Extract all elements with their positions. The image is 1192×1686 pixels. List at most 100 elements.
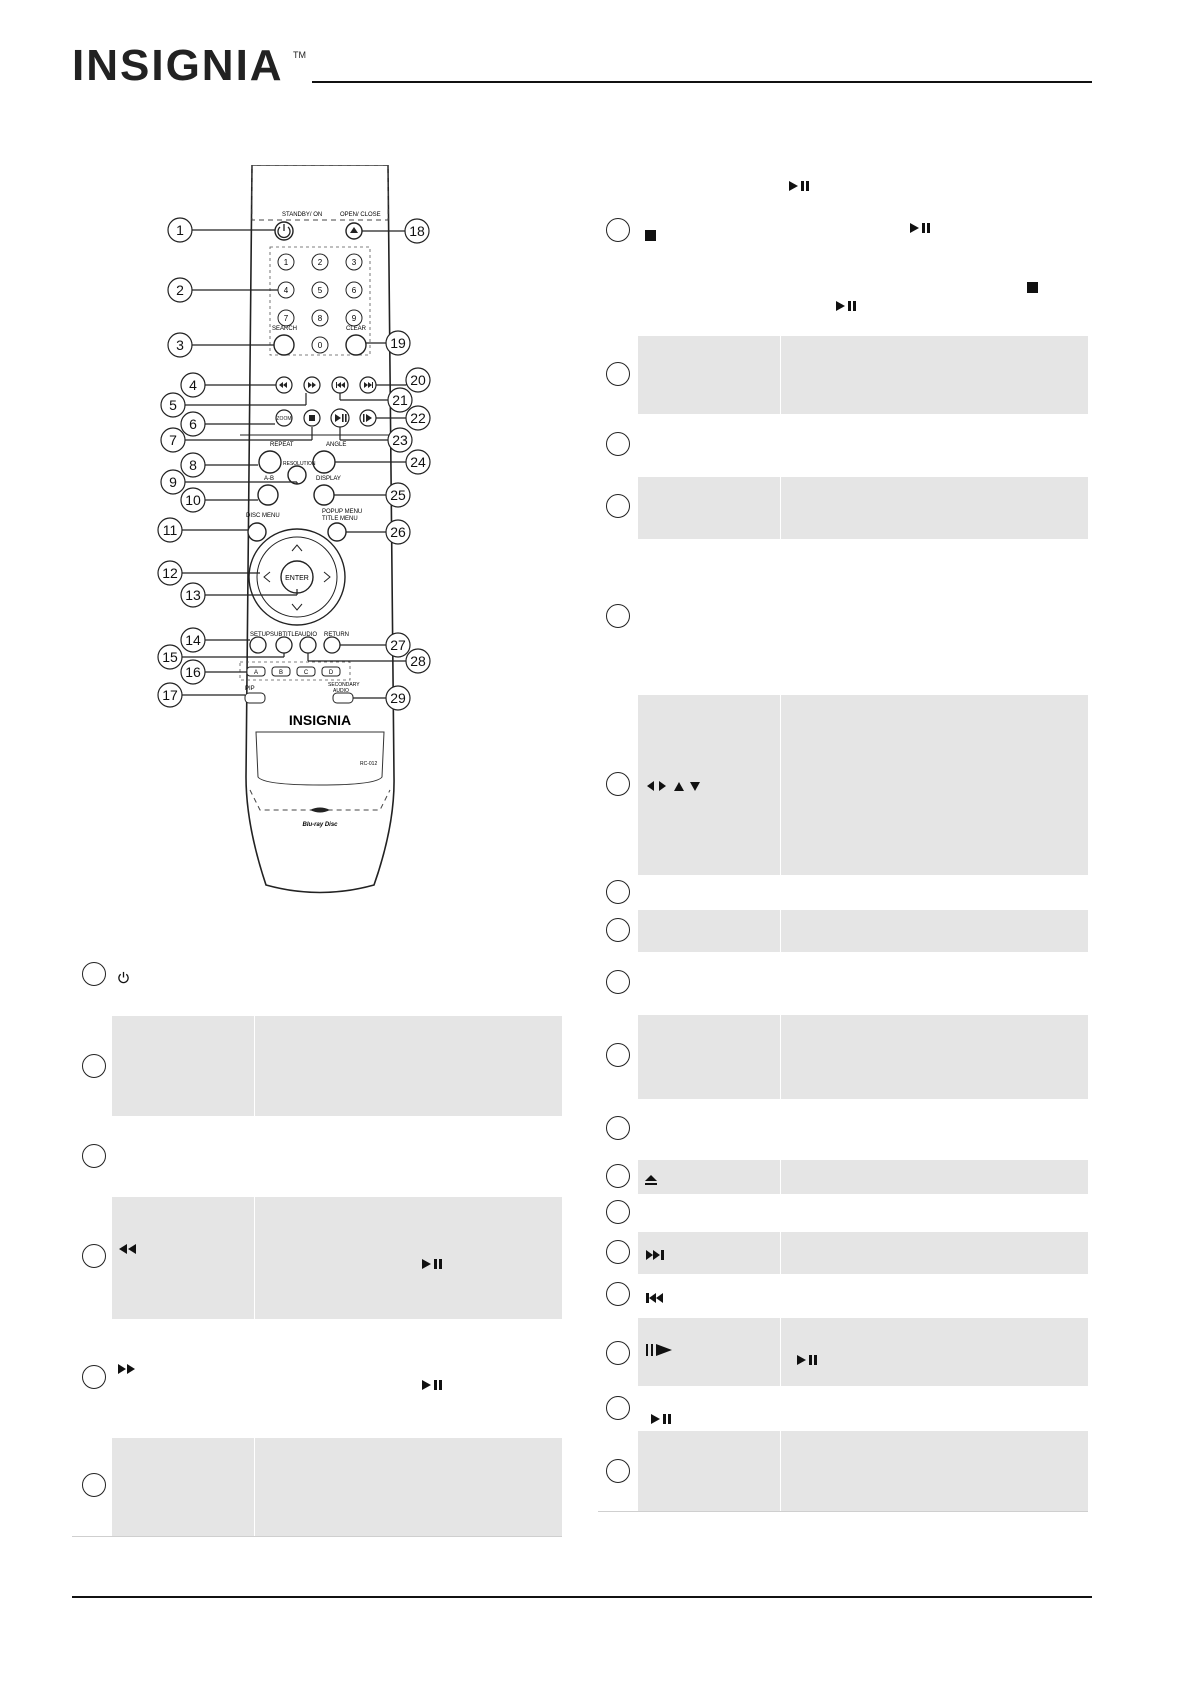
row-number-circle	[606, 1341, 630, 1365]
svg-text:6: 6	[352, 286, 357, 295]
eject-icon	[645, 1175, 657, 1185]
svg-text:7: 7	[284, 314, 289, 323]
row-number-circle	[82, 1473, 106, 1497]
table-row-shaded	[638, 1431, 1088, 1511]
svg-text:AUDIO: AUDIO	[333, 688, 349, 694]
svg-text:0: 0	[318, 341, 323, 350]
svg-text:TITLE MENU: TITLE MENU	[322, 516, 358, 522]
open-close-label: OPEN/ CLOSE	[340, 212, 381, 218]
row-number-circle	[606, 604, 630, 628]
standby-label: STANDBY/ ON	[282, 212, 322, 218]
svg-text:20: 20	[410, 372, 426, 388]
svg-text:18: 18	[409, 223, 425, 239]
svg-text:27: 27	[390, 637, 406, 653]
svg-text:17: 17	[162, 687, 178, 703]
row-number-circle	[606, 1282, 630, 1306]
row-number-circle	[606, 918, 630, 942]
svg-text:25: 25	[390, 487, 406, 503]
header-rule	[312, 81, 1092, 83]
svg-text:DISPLAY: DISPLAY	[316, 476, 341, 482]
row-number-circle	[82, 1365, 106, 1389]
row-number-circle	[606, 494, 630, 518]
insignia-logo: INSIGNIA	[72, 41, 284, 90]
svg-text:SECONDARY: SECONDARY	[328, 682, 360, 688]
remote-brand: INSIGNIA	[289, 712, 351, 728]
table-row-shaded	[638, 477, 1088, 539]
svg-text:14: 14	[185, 632, 201, 648]
row-number-circle	[606, 772, 630, 796]
bluray-logo: Blu-ray Disc	[302, 822, 338, 828]
svg-text:SUBTITLE: SUBTITLE	[270, 632, 299, 638]
table-row-shaded	[638, 1015, 1088, 1099]
table-row-shaded	[112, 1438, 562, 1536]
svg-text:AUDIO: AUDIO	[298, 632, 317, 638]
row-number-circle	[606, 432, 630, 456]
play-pause-icon	[651, 1414, 671, 1424]
table-row-shaded	[638, 695, 1088, 875]
row-number-circle	[82, 1244, 106, 1268]
fast-forward-icon	[118, 1364, 135, 1374]
svg-text:8: 8	[318, 314, 323, 323]
svg-text:1: 1	[176, 222, 184, 238]
svg-text:13: 13	[185, 587, 201, 603]
table-bottom-rule	[598, 1511, 1088, 1512]
svg-text:2: 2	[176, 282, 184, 298]
row-number-circle	[82, 1054, 106, 1078]
svg-text:REPEAT: REPEAT	[270, 442, 294, 448]
skip-next-icon	[646, 1250, 664, 1260]
search-label: SEARCH	[272, 326, 297, 332]
number-pad: 1 2 3 4 5 6 7 8 9 0	[277, 253, 363, 354]
svg-text:29: 29	[390, 690, 406, 706]
row-number-circle	[606, 970, 630, 994]
svg-text:3: 3	[352, 258, 357, 267]
svg-text:4: 4	[189, 377, 197, 393]
svg-text:A: A	[254, 670, 258, 676]
row-number-circle	[606, 880, 630, 904]
svg-text:DISC MENU: DISC MENU	[246, 513, 280, 519]
svg-text:4: 4	[284, 286, 289, 295]
row-number-circle	[606, 1240, 630, 1264]
row-number-circle	[82, 962, 106, 986]
stop-icon	[645, 230, 656, 241]
play-pause-icon	[910, 223, 930, 233]
play-pause-icon	[797, 1355, 817, 1365]
svg-text:C: C	[304, 670, 309, 676]
svg-text:SETUP: SETUP	[250, 632, 270, 638]
row-number-circle	[606, 1043, 630, 1067]
table-row-shaded	[638, 1318, 1088, 1386]
play-pause-icon	[422, 1380, 442, 1390]
svg-text:ENTER: ENTER	[285, 575, 309, 582]
row-number-circle	[606, 218, 630, 242]
remote-model: RC-012	[360, 761, 377, 767]
svg-text:B: B	[279, 670, 283, 676]
trademark-mark: TM	[293, 50, 306, 60]
stop-icon	[1027, 282, 1038, 293]
svg-text:6: 6	[189, 416, 197, 432]
table-row-shaded	[638, 910, 1088, 952]
svg-text:2: 2	[318, 258, 323, 267]
svg-text:12: 12	[162, 565, 178, 581]
row-number-circle	[606, 1200, 630, 1224]
zoom-label: ZOOM	[277, 416, 292, 422]
svg-text:3: 3	[176, 337, 184, 353]
table-row-shaded	[638, 1232, 1088, 1274]
play-pause-icon	[789, 181, 809, 191]
step-icon	[646, 1344, 672, 1356]
footer-rule	[72, 1596, 1092, 1598]
table-row-shaded	[638, 1160, 1088, 1194]
svg-text:11: 11	[163, 522, 178, 538]
svg-text:1: 1	[284, 258, 289, 267]
svg-text:RETURN: RETURN	[324, 632, 349, 638]
row-number-circle	[606, 1116, 630, 1140]
svg-text:PIP: PIP	[245, 686, 255, 692]
svg-text:ANGLE: ANGLE	[326, 442, 346, 448]
svg-text:D: D	[329, 670, 334, 676]
svg-text:8: 8	[189, 457, 197, 473]
svg-text:9: 9	[169, 474, 177, 490]
svg-text:5: 5	[169, 397, 177, 413]
svg-text:RESOLUTION: RESOLUTION	[283, 461, 316, 467]
power-icon	[118, 971, 129, 984]
row-number-circle	[606, 1396, 630, 1420]
row-number-circle	[606, 362, 630, 386]
row-number-circle	[82, 1144, 106, 1168]
